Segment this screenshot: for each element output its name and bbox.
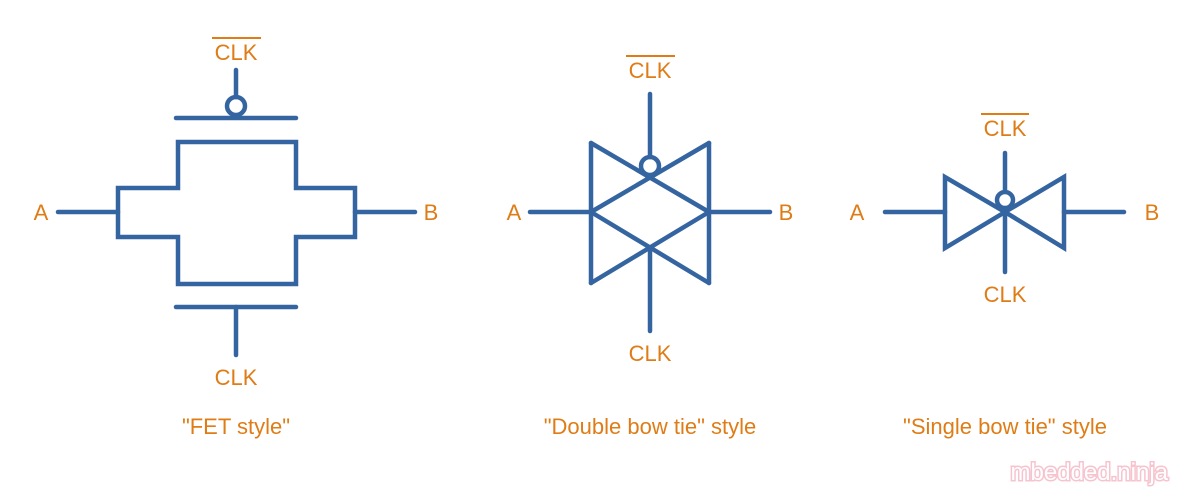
watermark: mbedded.ninja bbox=[1011, 459, 1169, 486]
label-b: B bbox=[779, 200, 794, 225]
label-a: A bbox=[34, 200, 49, 225]
caption: "Single bow tie" style bbox=[903, 414, 1107, 439]
single-bow-tie-symbol: A B CLK CLK "Single bow tie" style bbox=[850, 113, 1160, 439]
label-a: A bbox=[850, 200, 865, 225]
label-clk: CLK bbox=[215, 365, 258, 390]
inversion-bubble bbox=[638, 154, 662, 178]
inversion-bubble bbox=[224, 94, 248, 118]
top-diagonal bbox=[588, 140, 712, 215]
label-clk-bar: CLK bbox=[215, 40, 258, 65]
label-clk-bar: CLK bbox=[629, 58, 672, 83]
fet-style-symbol: A B CLK CLK "FET style" bbox=[34, 37, 439, 439]
label-clk: CLK bbox=[984, 282, 1027, 307]
inversion-bubble bbox=[994, 189, 1016, 211]
right-triangle bbox=[1000, 173, 1067, 253]
left-triangle bbox=[942, 173, 1010, 252]
channel-body bbox=[115, 139, 358, 287]
label-b: B bbox=[424, 200, 439, 225]
caption: "Double bow tie" style bbox=[544, 414, 757, 439]
double-bow-tie-symbol: A B CLK CLK "Double bow tie" style bbox=[507, 55, 794, 439]
label-b: B bbox=[1145, 200, 1160, 225]
label-clk-bar: CLK bbox=[984, 116, 1027, 141]
label-a: A bbox=[507, 200, 522, 225]
caption: "FET style" bbox=[182, 414, 290, 439]
label-clk: CLK bbox=[629, 341, 672, 366]
